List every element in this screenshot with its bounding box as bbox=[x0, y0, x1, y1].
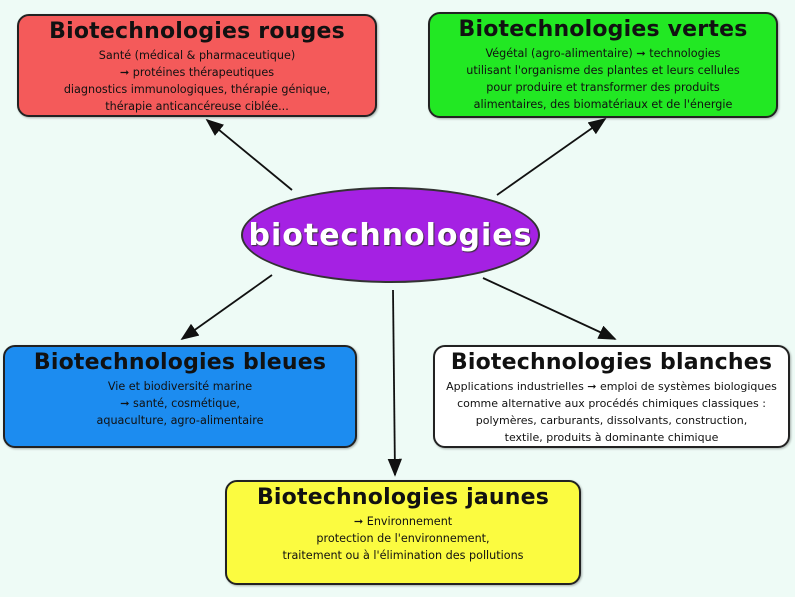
box-line: protection de l'environnement, bbox=[316, 532, 490, 545]
box-rouges: Biotechnologies rouges Santé (médical & … bbox=[17, 14, 377, 117]
box-line: textile, produits à dominante chimique bbox=[504, 431, 719, 444]
box-line: ➞ Environnement bbox=[353, 515, 453, 528]
box-line: alimentaires, des biomatériaux et de l'é… bbox=[473, 98, 733, 111]
box-blanches: Biotechnologies blanches Applications in… bbox=[433, 345, 790, 448]
box-line: Santé (médical & pharmaceutique) bbox=[98, 49, 296, 62]
box-line: traitement ou à l'élimination des pollut… bbox=[282, 549, 524, 562]
box-title: Biotechnologies rouges bbox=[49, 19, 345, 44]
box-vertes: Biotechnologies vertes Végétal (agro-ali… bbox=[428, 12, 778, 118]
box-line: Végétal (agro-alimentaire) ➞ technologie… bbox=[485, 47, 721, 60]
central-label: biotechnologies bbox=[248, 217, 533, 253]
box-title: Biotechnologies blanches bbox=[450, 350, 773, 375]
box-line: pour produire et transformer des produit… bbox=[486, 81, 720, 94]
arrow-to-blanches bbox=[482, 277, 617, 340]
box-line: aquaculture, agro-alimentaire bbox=[96, 414, 264, 427]
box-bleues: Biotechnologies bleues Vie et biodiversi… bbox=[3, 345, 357, 448]
box-title: Biotechnologies jaunes bbox=[256, 485, 550, 510]
box-line: Applications industrielles ➞ emploi de s… bbox=[446, 380, 777, 393]
box-title: Biotechnologies vertes bbox=[458, 17, 748, 42]
box-line: diagnostics immunologiques, thérapie gén… bbox=[63, 83, 331, 96]
arrow-to-vertes bbox=[496, 117, 607, 196]
box-line: comme alternative aux procédés chimiques… bbox=[457, 397, 766, 410]
box-title: Biotechnologies bleues bbox=[33, 350, 327, 375]
arrow-to-bleues bbox=[180, 274, 273, 341]
box-line: thérapie anticancéreuse ciblée... bbox=[105, 100, 289, 113]
box-jaunes: Biotechnologies jaunes ➞ Environnement p… bbox=[225, 480, 581, 585]
arrow-to-jaunes bbox=[387, 289, 403, 477]
box-line: polymères, carburants, dissolvants, cons… bbox=[475, 414, 748, 427]
box-line: ➞ santé, cosmétique, bbox=[120, 397, 240, 410]
box-line: utilisant l'organisme des plantes et leu… bbox=[466, 64, 740, 77]
box-line: ➞ protéines thérapeutiques bbox=[119, 66, 275, 79]
box-line: Vie et biodiversité marine bbox=[107, 380, 253, 393]
central-node: biotechnologies bbox=[241, 187, 540, 283]
arrow-to-rouges bbox=[205, 118, 293, 191]
